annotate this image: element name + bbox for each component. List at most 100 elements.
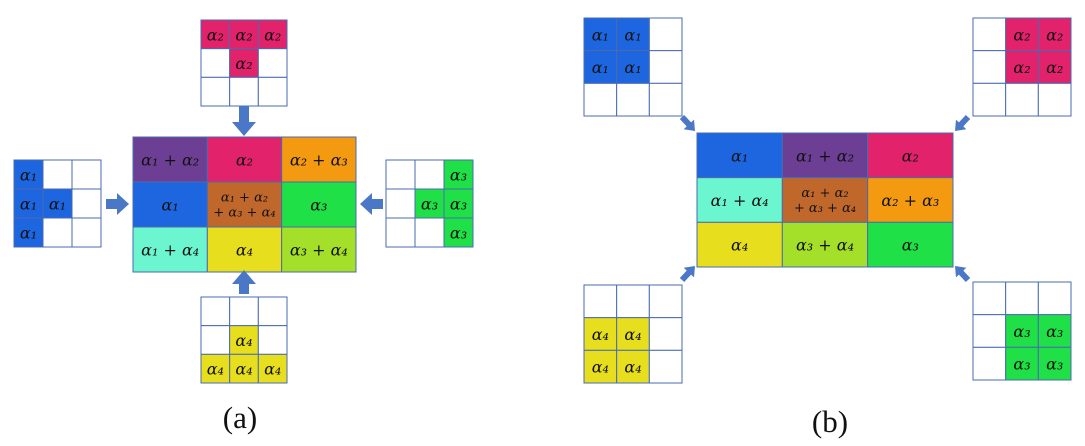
kernel-cell: [616, 349, 650, 384]
kernel-cell-label: α₄: [264, 360, 281, 379]
kernel-cell-label: α₄: [624, 325, 641, 344]
kernel-cell: [1037, 314, 1072, 348]
arrow: [106, 193, 129, 215]
arrow: [955, 266, 971, 282]
center-cell: [781, 132, 869, 179]
kernel-cell-label: α₄: [207, 360, 224, 379]
kernel-cell: [648, 317, 683, 351]
kernel-cell-label: α₂: [235, 25, 252, 44]
caption-b: (b): [812, 404, 848, 439]
kernel-cell: [229, 76, 259, 107]
kernel-cell-label: α₁: [592, 25, 609, 44]
kernel-cell: [200, 353, 231, 384]
kernel-cell-label: α₃: [1046, 355, 1063, 374]
cell-label: α₃: [902, 236, 919, 255]
kernel-cell-label: α₁: [624, 25, 641, 44]
kernel-bottom: α₄ α₄ α₄ α₄: [200, 296, 288, 384]
center-cell: [781, 221, 869, 268]
center-cell: [281, 226, 357, 273]
kernel-cell: [13, 217, 44, 248]
center-cell: [132, 226, 208, 273]
cell-label: α₂ + α₃: [881, 191, 939, 210]
center-cell: [781, 177, 869, 223]
kernel-cell: [257, 76, 288, 107]
kernel-cell-label: α₁: [624, 58, 641, 77]
kernel-cell: [1005, 82, 1039, 117]
kernel-cell: [200, 48, 231, 78]
kernel-cell: [443, 188, 474, 219]
kernel-cell: [13, 159, 44, 190]
arrow: [679, 115, 695, 131]
kernel-cell: [385, 159, 416, 190]
kernel-cell: [257, 353, 288, 384]
kernel-cell: [1037, 346, 1072, 381]
kernel-cell: [616, 82, 650, 117]
arrows: [679, 115, 971, 282]
kernel-cell: [42, 217, 73, 248]
kernel-cell-label: α₃: [450, 195, 467, 214]
kernel-cell: [414, 188, 445, 219]
cell-label: α₄: [731, 236, 748, 255]
kernel-cell: [583, 17, 618, 52]
kernel-cell: [229, 325, 259, 355]
kernel-cell: [200, 296, 231, 327]
kernel-cell-label: α₃: [1046, 322, 1063, 341]
kernel-cell: [1005, 281, 1039, 316]
kernel-cell-label: α₄: [235, 331, 252, 350]
kernel-cell-label: α₂: [207, 25, 224, 44]
kernel-cell-label: α₁: [592, 58, 609, 77]
kernel-cell-label: α₁: [20, 166, 37, 185]
kernel-top-left: α₁ α₁ α₁ α₁: [583, 17, 683, 117]
cell-label: α₁ + α₂: [796, 146, 854, 165]
kernel-cell-label: α₄: [592, 358, 609, 377]
kernel-cell: [616, 284, 650, 319]
cell-label: α₁ + α₄: [141, 241, 199, 260]
kernel-cell-label: α₂: [235, 54, 252, 73]
cell-label: α₁: [162, 196, 179, 215]
arrows: [106, 106, 383, 294]
cell-label-line: + α₃ + α₄: [213, 206, 275, 221]
arrow: [955, 115, 971, 131]
kernel-cell: [200, 325, 231, 355]
kernel-cell: [257, 19, 288, 50]
cell-label-line: + α₃ + α₄: [794, 201, 856, 216]
kernel-cell: [200, 76, 231, 107]
kernel-cell: [1037, 50, 1072, 84]
kernel-cell: [972, 346, 1007, 381]
kernel-cell: [583, 284, 618, 319]
kernel-cell: [616, 50, 650, 84]
kernel-cell: [972, 17, 1007, 52]
kernel-cell: [972, 314, 1007, 348]
kernel-cell: [972, 50, 1007, 84]
kernel-cell: [1037, 17, 1072, 52]
arrow: [232, 106, 256, 136]
kernel-cell: [1037, 82, 1072, 117]
kernel-cell: [1037, 281, 1072, 316]
kernel-cell: [414, 217, 445, 248]
cell-label-line: α₁ + α₂: [801, 186, 848, 201]
kernel-cell: [972, 82, 1007, 117]
kernel-cell: [648, 50, 683, 84]
kernel-cell-label: α₄: [235, 360, 252, 379]
kernel-cell: [71, 188, 102, 219]
center-cell: [206, 226, 283, 273]
center-cell: [696, 132, 783, 179]
kernel-cell-label: α₄: [592, 325, 609, 344]
center-cell: [281, 181, 357, 228]
cell-label: α₁ + α₂: [141, 151, 199, 170]
center-cell: [696, 221, 783, 268]
cell-label: α₁: [731, 146, 748, 165]
kernel-cell: [229, 296, 259, 327]
kernel-cell-label: α₂: [264, 25, 281, 44]
kernel-cell-label: α₃: [421, 195, 438, 214]
kernel-top: α₂ α₂ α₂ α₂: [200, 19, 288, 107]
center-cell: [867, 221, 954, 268]
